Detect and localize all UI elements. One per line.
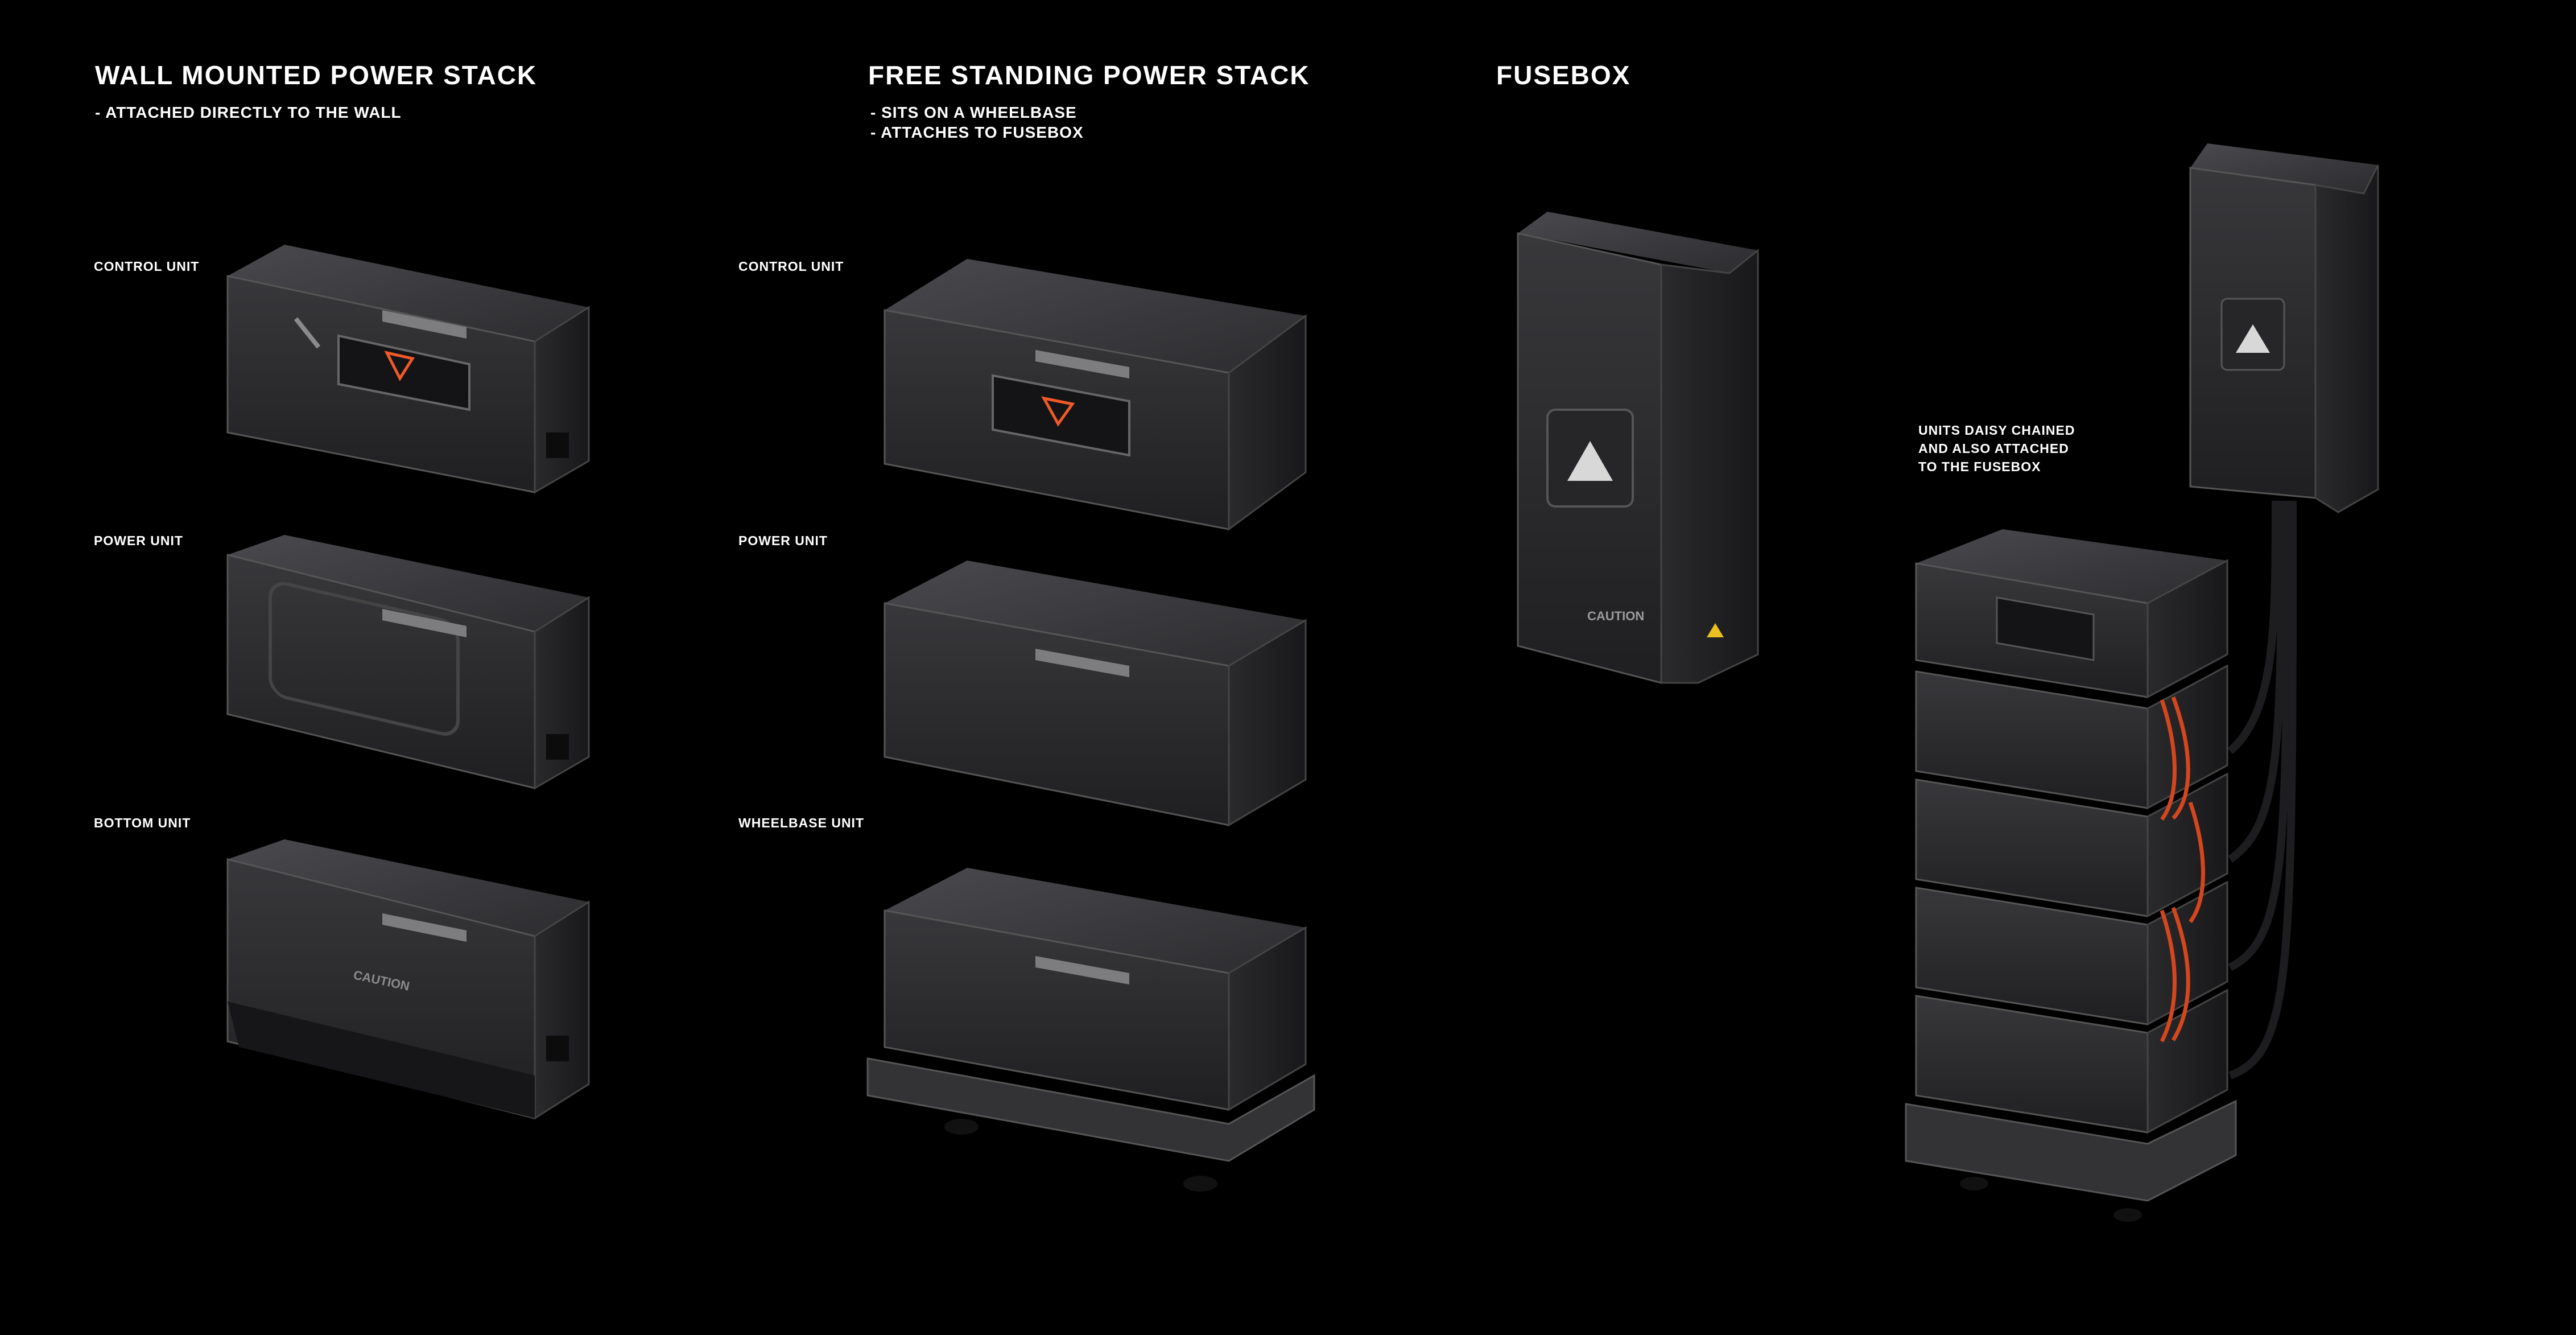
wheelbase-unit: [866, 868, 1315, 1192]
daisy-chained-tower: [1905, 143, 2379, 1222]
free-stack-note-1: - SITS ON A WHEELBASE: [870, 104, 1077, 121]
fusebox-title: FUSEBOX: [1496, 60, 1631, 90]
fusebox-caution-decal: CAUTION: [1587, 609, 1644, 623]
free-power-unit-label: POWER UNIT: [738, 533, 828, 548]
free-stack-note-2: - ATTACHES TO FUSEBOX: [870, 123, 1084, 141]
wall-control-unit: [226, 245, 590, 494]
free-power-unit: [884, 561, 1307, 827]
wall-bottom-unit-label: BOTTOM UNIT: [94, 815, 191, 830]
wall-power-unit: [226, 535, 590, 790]
fusebox-unit: CAUTION: [1517, 212, 1759, 684]
high-voltage-icon: [1567, 441, 1613, 481]
wheelbase-unit-label: WHEELBASE UNIT: [738, 815, 864, 830]
tower-high-voltage-icon: [2236, 324, 2270, 353]
wall-control-unit-label: CONTROL UNIT: [94, 259, 200, 274]
wall-power-unit-label: POWER UNIT: [94, 533, 183, 548]
free-stack-title: FREE STANDING POWER STACK: [868, 60, 1310, 90]
daisy-chain-note: UNITS DAISY CHAINED AND ALSO ATTACHED TO…: [1918, 423, 2075, 474]
wall-stack-title: WALL MOUNTED POWER STACK: [95, 60, 538, 90]
free-control-unit-label: CONTROL UNIT: [738, 259, 844, 274]
wall-bottom-unit: CAUTION: [226, 839, 590, 1120]
wall-stack-note: - ATTACHED DIRECTLY TO THE WALL: [95, 104, 402, 121]
free-control-unit: [884, 259, 1307, 531]
